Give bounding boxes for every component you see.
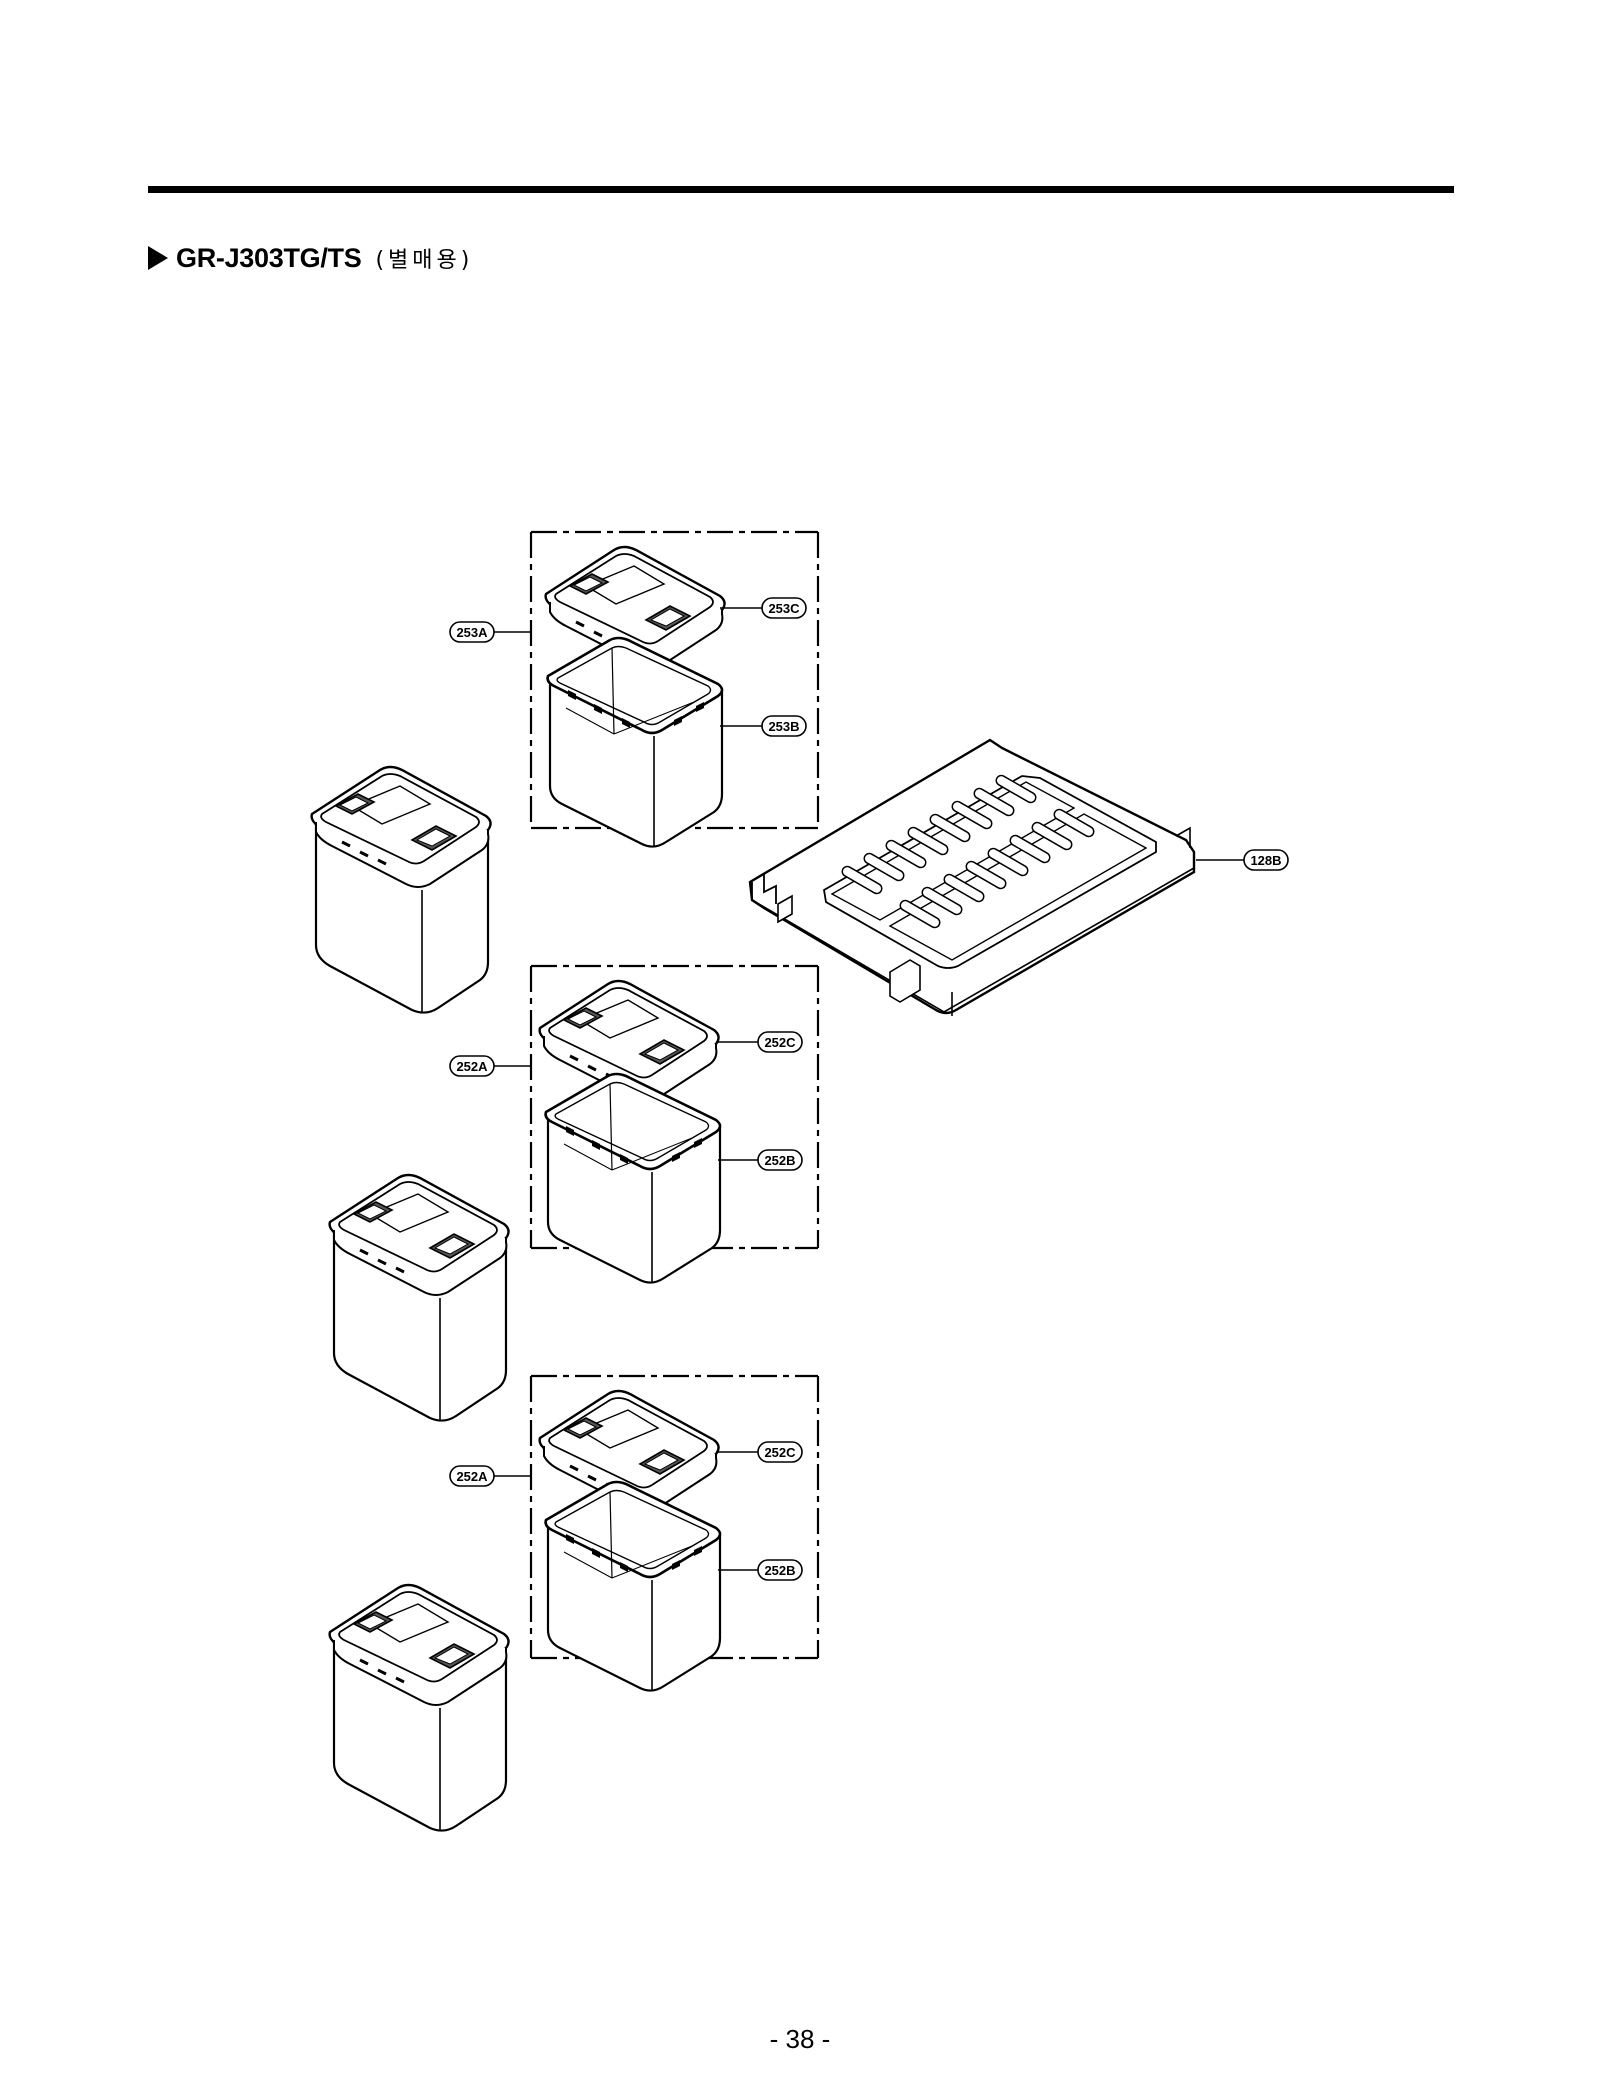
callout-label: 252A [456,1059,488,1074]
assembled-container-252-upper [328,1173,511,1423]
assembly-frame-252-upper [529,964,820,1284]
callout-label: 252A [456,1469,488,1484]
triangle-bullet-icon [148,246,168,270]
callout-label: 253C [768,601,800,616]
box-252b-upper [544,1072,722,1284]
assembled-container-253 [310,765,493,1015]
callout-label: 252C [764,1035,796,1050]
callout-253b: 253B [761,715,807,737]
top-rule [148,186,1454,193]
callout-252b-upper: 252B [757,1149,803,1171]
assembly-frame-252-lower [529,1374,820,1692]
section-heading: GR-J303TG/TS (별매용) [148,238,473,278]
callout-label: 252C [764,1445,796,1460]
callout-252c-upper: 252C [757,1031,803,1053]
callout-252c-lower: 252C [757,1441,803,1463]
box-252b-lower [544,1480,722,1692]
heading-note: (별매용) [375,248,474,273]
leader-lines [492,607,1244,1571]
callout-253a: 253A [449,621,495,643]
callout-label: 252B [764,1153,795,1168]
callout-252b-lower: 252B [757,1559,803,1581]
callout-label: 253B [768,719,799,734]
callout-128b: 128B [1243,849,1289,871]
callout-253c: 253C [761,597,807,619]
callout-label: 128B [1250,853,1281,868]
model-number: GR-J303TG/TS [176,242,362,273]
callout-label: 253A [456,625,488,640]
page-number: - 38 - [769,2024,831,2054]
callout-label: 252B [764,1563,795,1578]
callout-252a-upper: 252A [449,1055,495,1077]
box-253b [546,636,724,848]
callout-252a-lower: 252A [449,1465,495,1487]
assembled-container-252-lower [328,1583,511,1833]
assembly-frame-253 [529,530,820,848]
shelf-tray-128b [748,738,1196,1016]
